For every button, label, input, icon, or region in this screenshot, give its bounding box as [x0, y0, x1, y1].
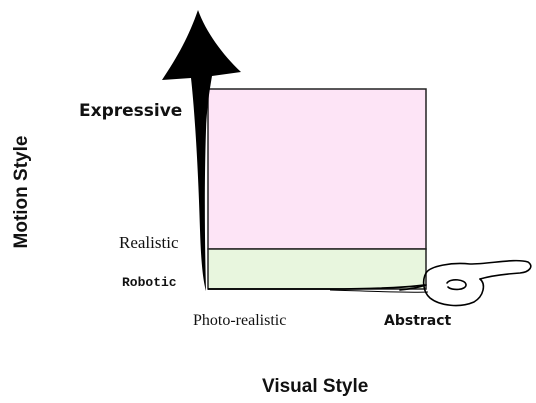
- robotic-region: [208, 249, 426, 289]
- axis-thin-stroke: [330, 290, 428, 292]
- expressive-region: [208, 89, 426, 249]
- realistic-label: Realistic: [119, 233, 178, 253]
- x-axis-title: Visual Style: [262, 376, 368, 398]
- robotic-label: Robotic: [122, 275, 177, 290]
- photo-realistic-label: Photo-realistic: [193, 312, 286, 330]
- expressive-label: Expressive: [79, 101, 182, 121]
- abstract-label: Abstract: [384, 313, 451, 329]
- y-axis-title: Motion Style: [11, 136, 33, 249]
